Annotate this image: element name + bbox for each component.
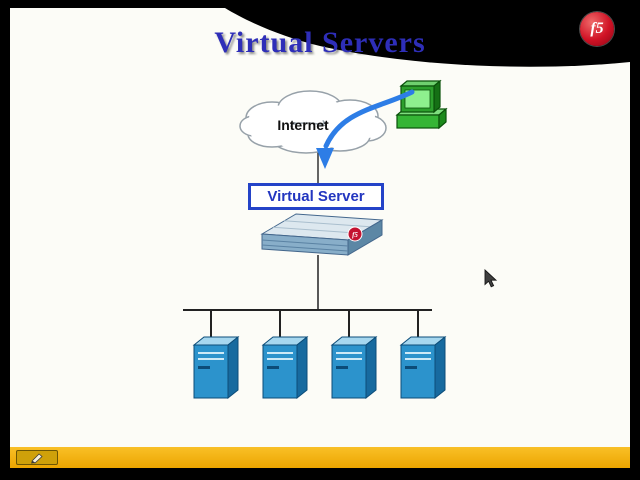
virtual-server-box: Virtual Server bbox=[248, 183, 384, 210]
virtual-server-label: Virtual Server bbox=[267, 188, 365, 205]
internet-label: Internet bbox=[277, 117, 329, 133]
server-tower-4 bbox=[399, 335, 447, 400]
network-diagram: f5 bbox=[183, 79, 448, 400]
slide-canvas: Virtual Servers f5 bbox=[10, 8, 630, 447]
server-tower-2 bbox=[261, 335, 309, 400]
f5-logo: f5 bbox=[580, 12, 614, 46]
client-computer-icon bbox=[395, 79, 448, 130]
server-tower-1 bbox=[192, 335, 240, 400]
svg-text:f5: f5 bbox=[352, 231, 358, 239]
bottom-bar bbox=[10, 447, 630, 468]
server-bus-lines bbox=[183, 309, 432, 340]
mouse-cursor bbox=[484, 269, 498, 288]
pen-tool-button[interactable] bbox=[16, 450, 58, 465]
pen-icon bbox=[31, 452, 43, 464]
slide-title: Virtual Servers bbox=[214, 26, 426, 59]
f5-logo-text: f5 bbox=[590, 20, 604, 37]
bigip-appliance-icon: f5 bbox=[260, 213, 384, 256]
appliance-f5-badge: f5 bbox=[347, 226, 363, 242]
server-tower-3 bbox=[330, 335, 378, 400]
client-to-virtual-server-arrow bbox=[316, 89, 415, 169]
top-swoosh-shape bbox=[225, 8, 630, 67]
